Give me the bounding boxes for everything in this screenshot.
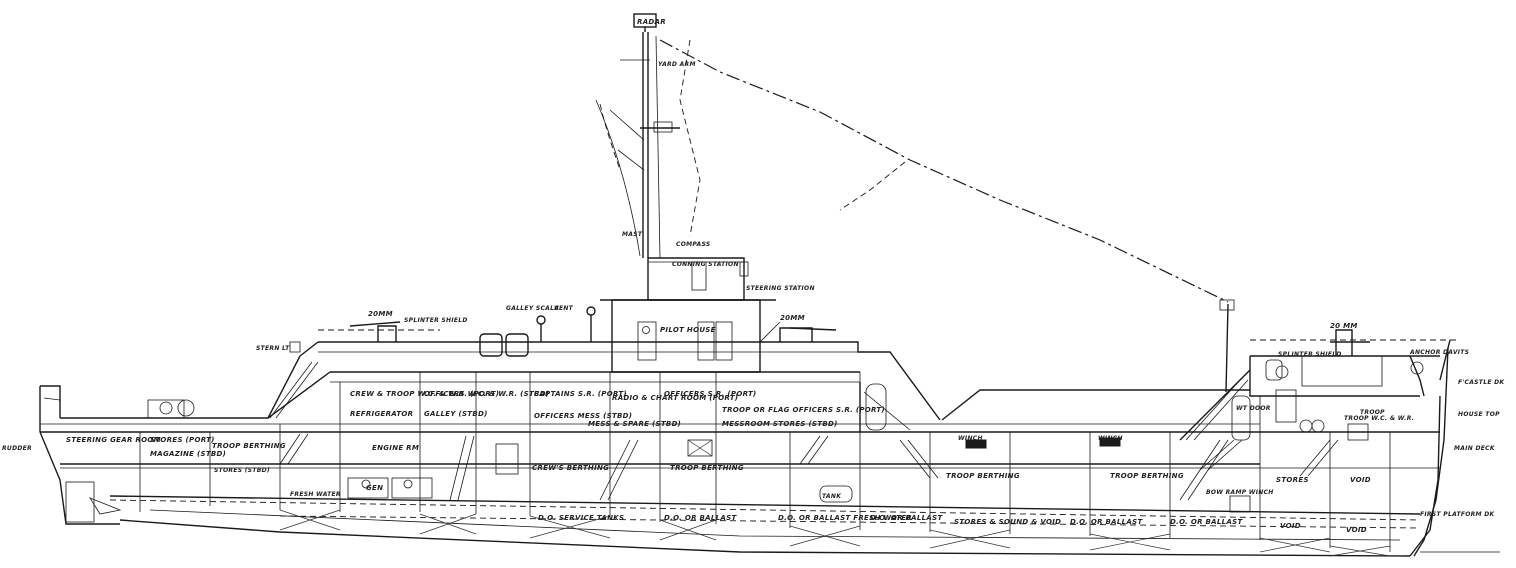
splinter-shield-aft-label: SPLINTER SHIELD — [404, 317, 468, 324]
mast — [595, 13, 1229, 303]
vent-label: VENT — [554, 305, 574, 312]
galley-stbd-label: GALLEY (STBD) — [424, 410, 488, 418]
officers-wr-label: OFFICERS W.C. & W.R. (STBD) — [424, 390, 549, 398]
engine-rm-label: ENGINE RM — [372, 444, 419, 452]
steering-station-label: STEERING STATION — [746, 285, 815, 292]
refrigerator-label: REFRIGERATOR — [350, 410, 413, 418]
double-bottom-hatching — [279, 439, 1391, 557]
fresh-water-label: FRESH WATER — [290, 491, 341, 498]
splinter-shield-fwd-label: SPLINTER SHIELD — [1278, 351, 1342, 358]
officers-mess-label: OFFICERS MESS (STBD) — [534, 412, 632, 420]
captains-sr-label: CAPTAINS S.R. (PORT) — [534, 390, 627, 398]
bow-ramp-label: BOW RAMP WINCH — [1206, 489, 1274, 496]
stores-stbd-label: STORES (STBD) — [214, 467, 270, 474]
galley-scala-label: GALLEY SCALA — [506, 305, 559, 312]
void-fwd-label: VOID — [1350, 476, 1371, 484]
magazine-stbd-label: MAGAZINE (STBD) — [150, 450, 226, 458]
interior-ladders — [279, 433, 1339, 501]
yard-arm-label: YARD ARM — [658, 61, 696, 68]
ds-service-tanks-label: D.O. SERVICE TANKS — [538, 514, 624, 522]
pilot-house-label: PILOT HOUSE — [660, 326, 716, 334]
void-low2-label: VOID — [1346, 526, 1367, 534]
machinery — [147, 365, 1369, 513]
mm20-fwd-label: 20 MM — [1330, 322, 1358, 330]
radar-label: RADAR — [637, 18, 666, 26]
troop-flag-officer-label: TROOP OR FLAG OFFICERS S.R. (PORT) — [722, 406, 885, 414]
generator-label: GEN — [366, 484, 383, 492]
labels: CONNING STATION COMPASS PILOT HOUSE STEE… — [2, 241, 1505, 534]
troop-berthing-mid-label: TROOP BERTHING — [670, 464, 744, 472]
superstructure — [60, 257, 1460, 441]
troop-wc-label: TROOP W.C. & W.R. — [1344, 415, 1414, 422]
crews-berthing-label: CREW'S BERTHING — [532, 464, 609, 472]
do-ballast-3-label: D.O. OR BALLAST — [870, 514, 943, 522]
troop-berthing-fwd1-label: TROOP BERTHING — [946, 472, 1020, 480]
stern-lt-label: STERN LT — [256, 345, 290, 352]
do-ballast-2-label: D.O. OR BALLAST FRESH WATER — [778, 514, 912, 522]
house-top-label: HOUSE TOP — [1458, 411, 1500, 418]
tank-label: TANK — [822, 493, 842, 500]
winch-1-label: WINCH — [958, 435, 983, 442]
troop-berthing-fwd2-label: TROOP BERTHING — [1110, 472, 1184, 480]
steering-gear-room-label: STEERING GEAR ROOM — [66, 436, 161, 444]
conning-station-label: CONNING STATION — [672, 261, 739, 268]
do-ballast-4-label: D.O. OR BALLAST — [1070, 518, 1143, 526]
troop-berthing-aft-label: TROOP BERTHING — [212, 442, 286, 450]
bulkheads — [139, 372, 1391, 552]
forecastle-deck-label: F'CASTLE DK — [1458, 379, 1505, 386]
wt-door-label: WT DOOR — [1236, 405, 1271, 412]
do-ballast-5-label: D.O. OR BALLAST — [1170, 518, 1243, 526]
void-low1-label: VOID — [1280, 522, 1301, 530]
stores-fwd-label: STORES — [1276, 476, 1309, 484]
mast-label: MAST — [622, 231, 643, 238]
messroom-stores-label: MESSROOM STORES (STBD) — [722, 420, 838, 428]
troop-rm-label: TROOP — [1360, 409, 1385, 416]
officers-sr-label: OFFICERS S.R. (PORT) — [664, 390, 757, 398]
stores-port-label: STORES (PORT) — [150, 436, 215, 444]
do-ballast-1-label: D.O. OR BALLAST — [664, 514, 737, 522]
mm20-mid-label: 20MM — [780, 314, 805, 322]
stores-sound-label: STORES & SOUND & VOID — [954, 518, 1061, 526]
compass-label: COMPASS — [676, 241, 711, 248]
winch-2-label: WINCH — [1098, 435, 1123, 442]
anchor-davits-label: ANCHOR DAVITS — [1409, 349, 1469, 356]
first-platform-deck-label: FIRST PLATFORM DK — [1420, 511, 1495, 518]
radio-room-label: RADIO & CHART ROOM (PORT) — [612, 394, 738, 402]
main-deck-label: MAIN DECK — [1454, 445, 1496, 452]
rudder-label: RUDDER — [2, 445, 32, 452]
crew-troop-wc-label: CREW & TROOP W.C. & W.R. (PORT) — [350, 390, 499, 398]
messroom-spare-label: MESS & SPARE (STBD) — [588, 420, 681, 428]
mm20-aft-label: 20MM — [368, 310, 393, 318]
